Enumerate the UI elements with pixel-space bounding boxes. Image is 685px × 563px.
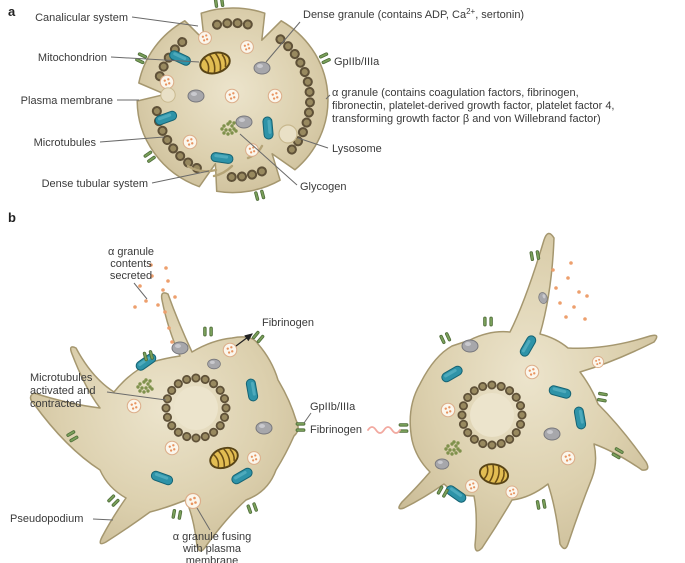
panel-a-letter: a <box>8 4 16 19</box>
alpha-granule <box>198 31 212 45</box>
alpha-granule <box>159 74 175 90</box>
alpha-granule <box>440 402 456 418</box>
contracted-microtubule-ring <box>457 380 527 450</box>
label-fusing-line3: membrane <box>186 555 239 563</box>
alpha-granule <box>224 88 240 104</box>
leader-mitochondrion <box>110 56 200 63</box>
label-canalicular-system: Canalicular system <box>35 12 128 24</box>
gpiib-iiia-receptor <box>171 508 183 520</box>
label-dense-tubular-system: Dense tubular system <box>42 178 148 190</box>
label-plasma-membrane: Plasma membrane <box>21 95 113 107</box>
leader-secreted <box>133 282 148 300</box>
leader-microtubules-b <box>106 391 167 401</box>
label-microtubules-b-line1: Microtubules <box>30 372 93 384</box>
activated-platelet-right <box>398 232 658 552</box>
leader-lysosome <box>297 137 329 149</box>
alpha-granule <box>524 364 540 380</box>
alpha-granule <box>247 451 261 465</box>
resting-platelet <box>134 0 332 202</box>
gpiib-iiia-receptor <box>213 0 225 9</box>
label-microtubules-b-line3: contracted <box>30 398 81 410</box>
gpiib-iiia-receptor <box>438 331 452 345</box>
panel-b-letter: b <box>8 210 16 225</box>
gpiib-iiia-receptor <box>203 326 213 337</box>
alpha-granule <box>182 134 198 150</box>
label-gpiib-iiia: GpIIb/IIIa <box>334 56 380 68</box>
alpha-granule <box>465 479 479 493</box>
alpha-granule-fusing <box>184 492 202 510</box>
dense-granule <box>187 89 205 103</box>
label-alpha-granule-line2: fibronectin, platelet-derived growth fac… <box>332 100 615 112</box>
label-secreted-line3: secreted <box>110 270 152 282</box>
gpiib-iiia-receptor <box>318 51 332 65</box>
dense-granule <box>434 458 450 470</box>
alpha-granule <box>560 450 576 466</box>
gpiib-iiia-receptor <box>529 250 541 262</box>
leader-alpha-granule <box>325 94 331 100</box>
secreted-granule-contents <box>551 261 589 321</box>
label-secreted-line1: α granule <box>108 246 154 258</box>
label-alpha-granule-line1: α granule (contains coagulation factors,… <box>332 87 579 99</box>
activated-platelet-left <box>29 263 306 552</box>
leader-dense-tubular <box>151 170 210 184</box>
gpiib-iiia-receptor <box>398 423 409 433</box>
label-microtubules: Microtubules <box>34 137 97 149</box>
label-fibrinogen-top: Fibrinogen <box>262 317 314 329</box>
label-mitochondrion: Mitochondrion <box>38 52 107 64</box>
dense-granule <box>253 61 271 75</box>
label-secreted-line2: contents <box>110 258 152 270</box>
leader-dense-granule <box>265 21 301 63</box>
label-pseudopodium: Pseudopodium <box>10 513 83 525</box>
leader-gpiib-b <box>303 412 312 424</box>
dense-granule <box>235 115 253 129</box>
alpha-granule <box>164 440 180 456</box>
alpha-granule <box>222 342 238 358</box>
gpiib-iiia-receptor <box>106 493 121 508</box>
leader-canalicular <box>131 16 199 27</box>
alpha-granule <box>591 355 605 369</box>
lysosome <box>278 124 298 144</box>
dense-granule <box>207 358 221 370</box>
gpiib-iiia-receptor <box>246 501 259 515</box>
label-gpiib-b: GpIIb/IIIa <box>310 401 356 413</box>
gpiib-iiia-receptor <box>596 391 608 403</box>
leader-pseudopodium <box>92 518 114 521</box>
alpha-granule <box>126 398 142 414</box>
label-dense-granule: Dense granule (contains ADP, Ca2+, serto… <box>303 7 524 21</box>
label-microtubules-b-line2: activated and <box>30 385 95 397</box>
contracted-microtubule-ring <box>161 373 231 443</box>
leader-glycogen <box>239 133 298 186</box>
label-alpha-granule-line3: transforming growth factor β and von Wil… <box>332 113 601 125</box>
label-fusing-line2: with plasma <box>182 543 242 555</box>
plasma-membrane <box>398 232 658 552</box>
leader-microtubules <box>99 136 165 143</box>
alpha-granule <box>240 40 254 54</box>
dense-granule <box>461 339 479 353</box>
dense-granule <box>255 421 273 435</box>
label-glycogen: Glycogen <box>300 181 346 193</box>
label-fusing-line1: α granule fusing <box>173 531 252 543</box>
panel-b: b <box>8 210 658 563</box>
label-lysosome: Lysosome <box>332 143 382 155</box>
gpiib-iiia-receptor <box>483 316 493 327</box>
dense-granule <box>171 341 189 355</box>
label-fibrinogen-mid: Fibrinogen <box>310 424 362 436</box>
leader-fusing <box>196 507 211 531</box>
alpha-granule <box>267 88 283 104</box>
panel-a: a <box>8 0 615 202</box>
gpiib-iiia-receptor <box>535 498 547 510</box>
teal-rod-organelle <box>262 116 274 140</box>
gpiib-iiia-receptor <box>253 189 266 202</box>
secreted-granule-contents <box>133 263 177 344</box>
fibrinogen-bridge <box>367 426 401 434</box>
dense-granule <box>543 427 561 441</box>
alpha-granule <box>245 143 259 157</box>
alpha-granule <box>505 485 519 499</box>
fibrinogen-arrow <box>235 333 253 347</box>
vesicle <box>160 87 176 103</box>
